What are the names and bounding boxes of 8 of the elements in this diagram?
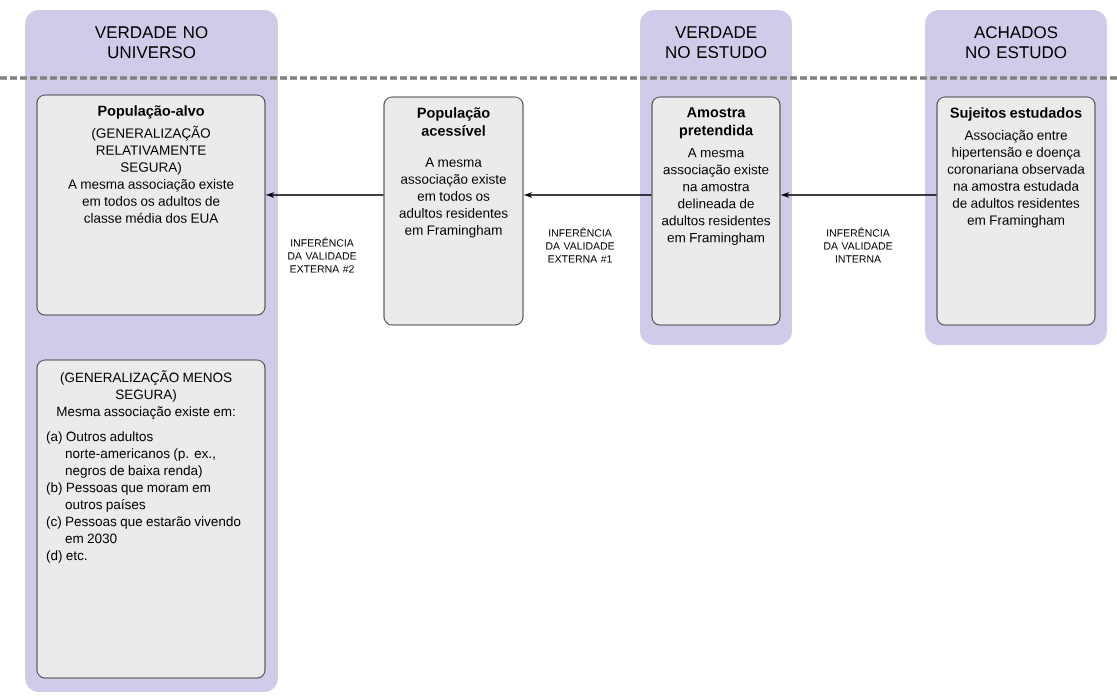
text-box: Amostra pretendida A mesma associação existe na amostra delineada de adultos residentes em Framingham (651, 96, 781, 326)
text-box: (GENERALIZAÇÃO MENOS SEGURA) Mesma associação existe em: (a) Outros adultos norte-americanos (p. ex., negros de baixa renda) (b) Pessoas que moram em outros países (c) Pessoas que estarão vivendo em 2030 (d) etc. (36, 359, 266, 679)
edge-label: INFERÊNCIA DA VALIDADE EXTERNA #2 (288, 237, 357, 273)
text-box: População-alvo (GENERALIZAÇÃO RELATIVAMENTE SEGURA) A mesma associação existe em todos os adultos de classe média dos EUA (36, 94, 266, 316)
text-box: Sujeitos estudados Associação entre hipertensão e doença coronariana observada na amostra estudada de adultos residentes em Framingham (936, 96, 1096, 326)
text-box: População acessível A mesma associação existe em todos os adultos residentes em Framingham (383, 96, 524, 326)
edge-label: INFERÊNCIA DA VALIDADE INTERNA (824, 227, 893, 263)
edge-label: INFERÊNCIA DA VALIDADE EXTERNA #1 (546, 227, 615, 263)
